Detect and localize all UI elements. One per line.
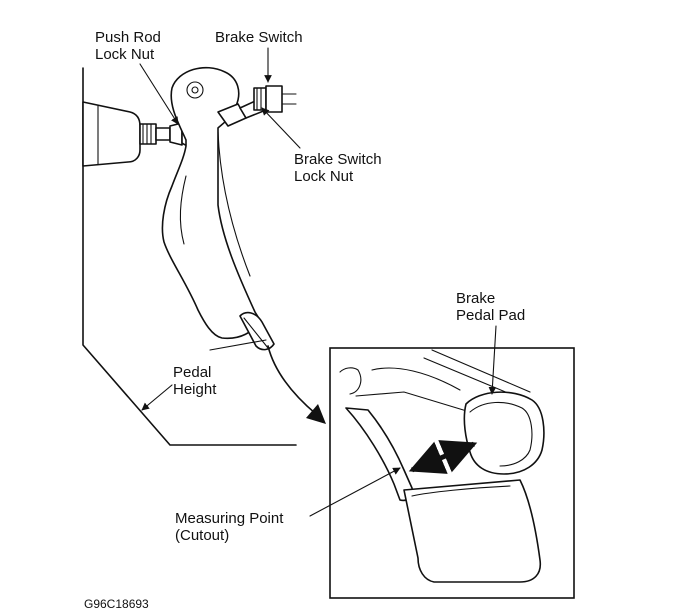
label-pedal-pad: Pedal Pad (456, 307, 525, 324)
label-measuring-point: Measuring Point (175, 510, 284, 527)
push-rod-lock-nut-leader (139, 63, 179, 125)
brake-booster (82, 101, 157, 167)
pedal-height-leader (141, 384, 173, 411)
brake-pedal-pad-leader (488, 325, 497, 395)
label-height: Height (173, 381, 217, 398)
detail-view-content (339, 349, 545, 583)
label-push-rod: Push Rod (95, 29, 161, 46)
brake-switch-lock-nut-leader (261, 107, 301, 149)
firewall-line (82, 67, 297, 446)
label-brake-switch-lock-nut-2: Lock Nut (294, 168, 354, 185)
label-lock-nut: Lock Nut (95, 46, 155, 63)
label-pedal: Pedal (173, 364, 211, 381)
brake-pedal-arm (161, 66, 261, 340)
detail-arrow-head (306, 404, 326, 424)
measuring-point-leader (309, 467, 401, 517)
label-cutout: (Cutout) (175, 527, 229, 544)
detail-arrow (267, 345, 317, 415)
pedal-height-line (209, 339, 267, 351)
label-brake-switch: Brake Switch (215, 29, 303, 46)
figure-code: G96C18693 (84, 597, 149, 609)
measuring-arrow (408, 440, 478, 474)
label-brake: Brake (456, 290, 495, 307)
label-brake-switch-lock-nut-1: Brake Switch (294, 151, 382, 168)
